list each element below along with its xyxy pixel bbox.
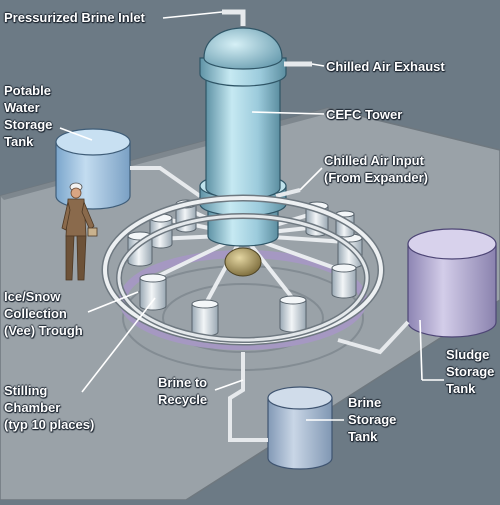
label-ice-snow-trough: Ice/Snow Collection (Vee) Trough [4, 289, 83, 338]
label-chilled-air-input: Chilled Air Input (From Expander) [324, 153, 429, 185]
stilling-chamber [331, 263, 357, 299]
label-stilling-chamber: Stilling Chamber (typ 10 places) [4, 383, 95, 432]
sludge-storage-tank [407, 228, 497, 338]
pipe-to-brine-tank [228, 352, 268, 442]
brine-inlet-pipe [222, 9, 246, 26]
tower-base-bulb [224, 247, 262, 277]
label-pressurized-brine-inlet: Pressurized Brine Inlet [4, 10, 145, 25]
label-brine-storage-tank: Brine Storage Tank [348, 395, 397, 444]
air-input-pipe [275, 188, 301, 198]
label-sludge-storage-tank: Sludge Storage Tank [446, 347, 495, 396]
stilling-chamber [139, 273, 167, 311]
stilling-chamber [191, 299, 219, 337]
worker-figure [61, 182, 98, 281]
leader-lines [59, 11, 444, 421]
cefc-tower [199, 27, 287, 277]
label-brine-to-recycle: Brine to Recycle [158, 375, 208, 407]
label-cefc-tower: CEFC Tower [326, 107, 403, 122]
stilling-chamber [279, 295, 307, 333]
pipe-to-sludge-tank [337, 320, 410, 355]
ring-pipes [101, 194, 385, 346]
brine-storage-tank [267, 386, 333, 470]
potable-water-tank [55, 128, 131, 210]
label-chilled-air-exhaust: Chilled Air Exhaust [326, 59, 445, 74]
label-potable-water-storage-tank: Potable Water Storage Tank [4, 83, 53, 149]
